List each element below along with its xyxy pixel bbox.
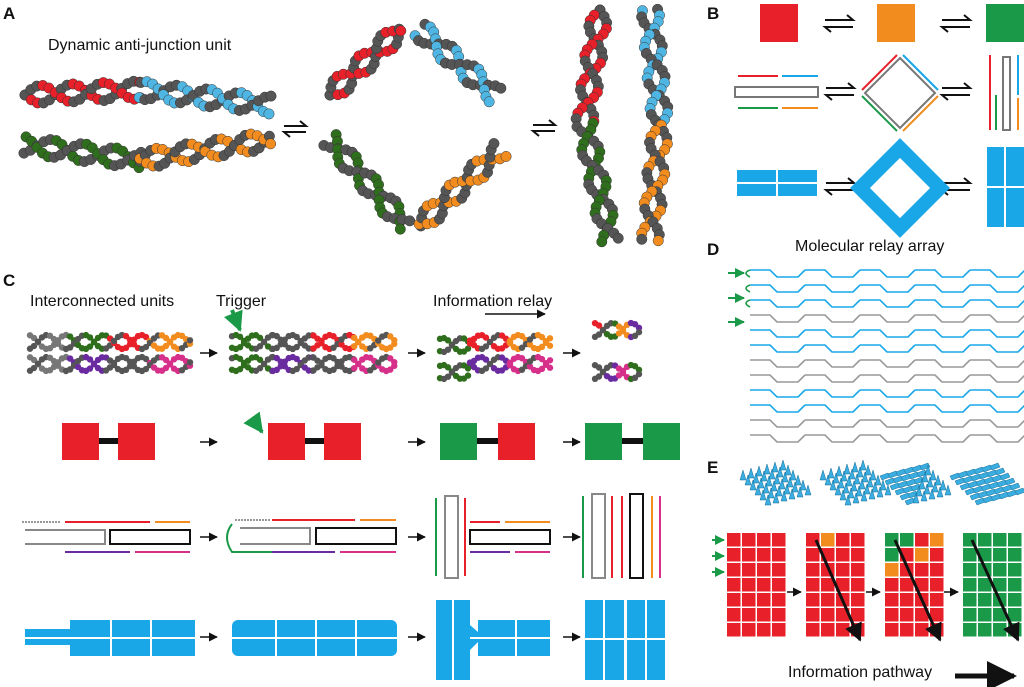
square-pair-final <box>585 423 680 460</box>
state-square-red <box>760 4 798 42</box>
strand-diagram-vertical <box>989 55 1019 131</box>
equilibrium-arrows-a <box>281 119 558 138</box>
panel-c-helix-row <box>26 319 643 383</box>
panel-a-helix-vertical <box>570 3 674 248</box>
trigger-arrow-top <box>224 309 243 332</box>
block-shape-linear <box>737 170 817 196</box>
strand-diagram-diamond <box>861 54 939 132</box>
panel-label-e: E <box>707 458 719 477</box>
equilibrium-arrows-b <box>822 14 973 196</box>
block-shape-diamond <box>850 138 950 238</box>
block-row-relaying <box>436 600 550 680</box>
block-row-triggered <box>232 620 397 656</box>
caption-dynamic-unit: Dynamic anti-junction unit <box>48 37 232 54</box>
square-pair-triggered <box>243 411 361 460</box>
caption-trigger: Trigger <box>216 293 267 310</box>
square-pair-relaying <box>440 423 535 460</box>
tile-arrays-3d <box>739 459 1024 506</box>
caption-interconnected-units: Interconnected units <box>30 293 175 310</box>
block-row-final <box>585 600 665 680</box>
strand-row-triggered <box>226 519 397 553</box>
strand-row-final <box>582 493 661 579</box>
strand-row-relaying <box>435 495 551 579</box>
panel-label-b: B <box>707 4 720 23</box>
panel-a-helix-linear <box>18 75 277 174</box>
relay-array-lattice <box>745 269 1024 443</box>
caption-information-relay: Information relay <box>433 293 553 310</box>
caption-molecular-relay-array: Molecular relay array <box>795 238 945 255</box>
block-shape-vertical <box>987 147 1024 227</box>
flow-arrows-c <box>200 348 581 642</box>
state-square-green <box>986 4 1024 42</box>
grid-triggers <box>712 535 725 577</box>
block-row-initial <box>25 620 195 656</box>
panel-label-a: A <box>3 4 16 23</box>
panel-label-c: C <box>3 271 16 290</box>
relay-array-triggers <box>728 268 745 327</box>
grid-states <box>727 533 1022 642</box>
caption-information-pathway: Information pathway <box>788 664 933 681</box>
panel-label-d: D <box>707 240 720 259</box>
panel-a-helix-square <box>318 18 512 235</box>
square-pair-initial <box>62 423 155 460</box>
state-square-orange <box>877 4 915 42</box>
strand-row-initial <box>22 521 191 553</box>
strand-diagram-linear <box>734 75 819 109</box>
